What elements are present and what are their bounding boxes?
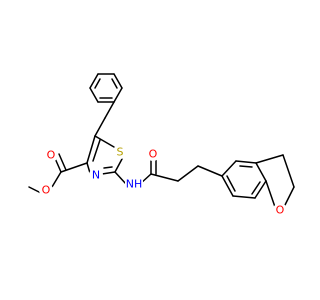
bond-ar-2 bbox=[235, 160, 257, 164]
molecule-structure: O O S N NH O O bbox=[28, 73, 295, 217]
amide-oxygen-label: O bbox=[149, 148, 158, 161]
bond-ar-inner-3 bbox=[226, 175, 236, 192]
bond-c5-c4-double bbox=[92, 139, 101, 162]
bond-fur-c2 bbox=[282, 154, 295, 188]
bond-c5-s bbox=[94, 135, 115, 148]
bond-ester-o-methyl bbox=[28, 186, 42, 194]
thiazole-sulfur-label: S bbox=[117, 146, 124, 159]
bond-ester-c-o-double-b bbox=[58, 153, 67, 171]
bond-c2-n bbox=[101, 171, 116, 175]
bonds bbox=[28, 73, 295, 208]
bond-ar-5 bbox=[232, 195, 256, 199]
bond-ch2-ch2 bbox=[177, 165, 199, 182]
amide-nh-label: NH bbox=[126, 178, 143, 191]
bond-n-c4 bbox=[86, 162, 91, 174]
bond-fur-c2-o bbox=[284, 186, 295, 206]
bond-ph-5 bbox=[113, 87, 123, 103]
bond-ch2-aryl bbox=[197, 165, 223, 177]
ester-ether-oxygen-label: O bbox=[42, 184, 51, 197]
ester-carbonyl-oxygen-label: O bbox=[47, 149, 56, 162]
bond-ester-c-o-single bbox=[51, 171, 62, 188]
bond-fur-o-c7a bbox=[265, 180, 276, 208]
bond-ph-2 bbox=[89, 73, 99, 89]
bond-ch2-thiazole bbox=[94, 117, 106, 137]
bond-c2-nh bbox=[114, 171, 127, 185]
bond-ph-4 bbox=[113, 73, 123, 89]
bond-c4-ester-c bbox=[60, 162, 88, 173]
bond-c2-n-double bbox=[103, 166, 113, 169]
atom-labels: O O S N NH O O bbox=[39, 145, 287, 217]
bond-ar-1 bbox=[221, 160, 237, 177]
bond-ph-inner-2 bbox=[111, 78, 118, 89]
bond-amide-c-ch2 bbox=[150, 173, 179, 182]
bond-ar-4 bbox=[254, 180, 267, 199]
furan-oxygen-label: O bbox=[276, 204, 285, 217]
bond-s-c2 bbox=[114, 158, 123, 173]
bond-c5-c4 bbox=[86, 135, 96, 164]
bond-ar-3 bbox=[255, 162, 267, 182]
bond-ph-ch2 bbox=[104, 101, 115, 119]
bond-ph-inner-1 bbox=[94, 78, 101, 89]
bond-ar-inner-1 bbox=[239, 165, 253, 168]
bond-ar-inner-2 bbox=[251, 181, 261, 195]
bond-ph-1 bbox=[89, 87, 99, 103]
bond-fur-c3 bbox=[255, 154, 284, 164]
bond-ar-6 bbox=[221, 175, 234, 197]
thiazole-nitrogen-label: N bbox=[92, 169, 100, 182]
